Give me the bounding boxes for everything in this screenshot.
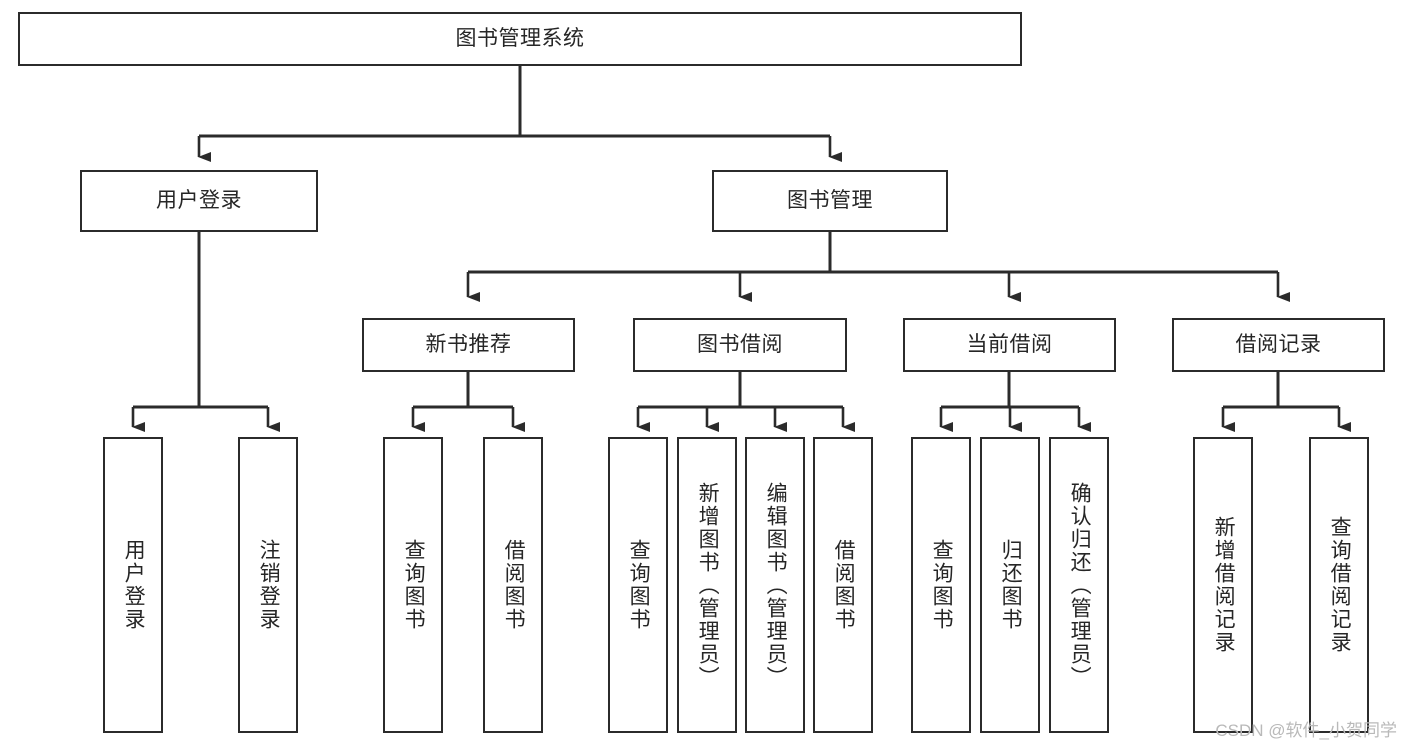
leaf-current-query-book[interactable]: 查询图书 xyxy=(911,437,971,733)
leaf-record-add-record[interactable]: 新增借阅记录 xyxy=(1193,437,1253,733)
node-book-management[interactable]: 图书管理 xyxy=(712,170,948,232)
node-current-borrow[interactable]: 当前借阅 xyxy=(903,318,1116,372)
node-borrow-record-label: 借阅记录 xyxy=(1235,333,1322,357)
csdn-watermark: CSDN @软件_小贺同学 xyxy=(1215,721,1397,740)
node-book-borrow-label: 图书借阅 xyxy=(697,333,783,357)
leaf-user-login-signin-label: 用户登录 xyxy=(122,539,146,631)
node-book-management-label: 图书管理 xyxy=(787,189,873,213)
leaf-user-login-signin[interactable]: 用户登录 xyxy=(103,437,163,733)
node-user-login[interactable]: 用户登录 xyxy=(80,170,318,232)
node-new-book-recommend-label: 新书推荐 xyxy=(425,333,512,357)
leaf-new-book-borrow-book-label: 借阅图书 xyxy=(502,539,526,631)
node-new-book-recommend[interactable]: 新书推荐 xyxy=(362,318,575,372)
node-root-label: 图书管理系统 xyxy=(455,27,585,51)
leaf-new-book-borrow-book[interactable]: 借阅图书 xyxy=(483,437,543,733)
leaf-borrow-add-book-admin-label: 新增图书（管理员） xyxy=(696,481,720,689)
leaf-current-confirm-return-admin-label: 确认归还（管理员） xyxy=(1068,481,1092,689)
leaf-record-query-record-label: 查询借阅记录 xyxy=(1328,516,1352,654)
leaf-new-book-query-book[interactable]: 查询图书 xyxy=(383,437,443,733)
leaf-current-confirm-return-admin[interactable]: 确认归还（管理员） xyxy=(1049,437,1109,733)
leaf-borrow-edit-book-admin-label: 编辑图书（管理员） xyxy=(764,481,788,689)
node-root-book-management-system[interactable]: 图书管理系统 xyxy=(18,12,1022,66)
leaf-current-return-book[interactable]: 归还图书 xyxy=(980,437,1040,733)
leaf-borrow-borrow-book[interactable]: 借阅图书 xyxy=(813,437,873,733)
leaf-borrow-edit-book-admin[interactable]: 编辑图书（管理员） xyxy=(745,437,805,733)
leaf-new-book-query-book-label: 查询图书 xyxy=(402,539,426,631)
leaf-record-query-record[interactable]: 查询借阅记录 xyxy=(1309,437,1369,733)
node-book-borrow[interactable]: 图书借阅 xyxy=(633,318,847,372)
leaf-borrow-query-book-label: 查询图书 xyxy=(627,539,651,631)
node-user-login-label: 用户登录 xyxy=(156,189,242,213)
leaf-user-login-signout[interactable]: 注销登录 xyxy=(238,437,298,733)
node-borrow-record[interactable]: 借阅记录 xyxy=(1172,318,1385,372)
leaf-borrow-borrow-book-label: 借阅图书 xyxy=(832,539,856,631)
leaf-current-return-book-label: 归还图书 xyxy=(999,539,1023,631)
leaf-record-add-record-label: 新增借阅记录 xyxy=(1212,516,1236,654)
leaf-current-query-book-label: 查询图书 xyxy=(930,539,954,631)
leaf-borrow-add-book-admin[interactable]: 新增图书（管理员） xyxy=(677,437,737,733)
leaf-borrow-query-book[interactable]: 查询图书 xyxy=(608,437,668,733)
node-current-borrow-label: 当前借阅 xyxy=(966,333,1053,357)
leaf-user-login-signout-label: 注销登录 xyxy=(257,539,281,631)
